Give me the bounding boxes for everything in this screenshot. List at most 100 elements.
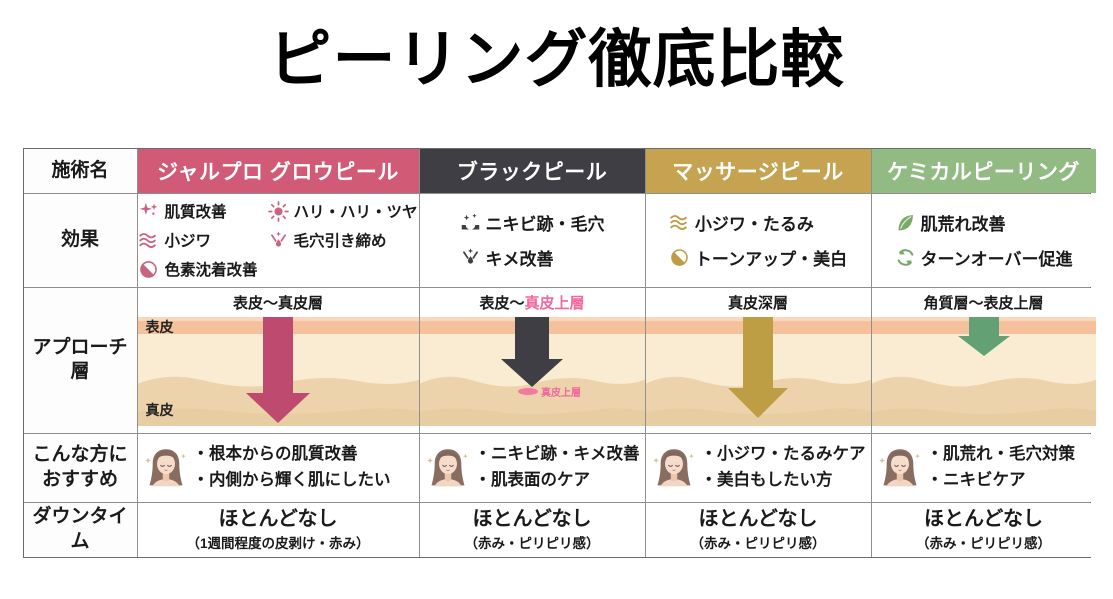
leaf-icon bbox=[895, 212, 916, 233]
skin-layers-illustration bbox=[419, 316, 645, 426]
depth-arrow bbox=[728, 316, 788, 419]
depth-arrow-shaft bbox=[263, 316, 293, 393]
downtime-cell: ほとんどなし （赤み・ピリピリ感） bbox=[871, 502, 1096, 557]
depth-arrow bbox=[957, 316, 1010, 357]
depth-arrow bbox=[501, 316, 563, 387]
recommended-for-cell: ・ニキビ跡・キメ改善 ・肌表面のケア bbox=[419, 433, 645, 502]
pore-icon bbox=[460, 247, 481, 268]
woman-face-icon bbox=[652, 444, 696, 492]
effect-item: 肌質改善 bbox=[138, 200, 257, 222]
row-label-cell: こんな方に おすすめ bbox=[23, 433, 137, 502]
depth-arrow-head bbox=[728, 388, 788, 419]
dermis-upper-marker: 真皮上層 bbox=[518, 384, 581, 399]
treatment-name: ケミカルピーリング bbox=[887, 160, 1080, 184]
recommend-points: ・肌荒れ・毛穴対策 ・ニキビケア bbox=[926, 445, 1076, 489]
row-label: アプローチ 層 bbox=[32, 336, 128, 383]
approach-layer-cell: 角質層〜表皮上層 bbox=[871, 287, 1096, 433]
recommend-points: ・ニキビ跡・キメ改善 ・肌表面のケア bbox=[474, 445, 640, 489]
effect-label: 色素沈着改善 bbox=[164, 262, 258, 280]
downtime-cell: ほとんどなし （赤み・ピリピリ感） bbox=[419, 502, 645, 557]
skin-diagram bbox=[871, 316, 1096, 426]
approach-layer-cell: 表皮〜真皮層 表皮 真皮 bbox=[137, 287, 419, 433]
effect-label: 小ジワ bbox=[164, 233, 211, 251]
recommend-points: ・小ジワ・たるみケア ・美白もしたい方 bbox=[700, 445, 866, 489]
effects-list: 小ジワ・たるみ トーンアップ・美白 bbox=[669, 210, 847, 270]
depth-arrow-head bbox=[246, 392, 310, 423]
skin-diagram: 真皮上層 bbox=[419, 316, 645, 426]
effects-list: ニキビ跡・毛穴 キメ改善 bbox=[460, 210, 605, 270]
woman-face-icon bbox=[144, 444, 188, 492]
downtime-cell: ほとんどなし （1週間程度の皮剥け・赤み） bbox=[137, 502, 419, 557]
waves-icon bbox=[669, 212, 690, 233]
effect-item: 色素沈着改善 bbox=[138, 258, 258, 280]
row-label-cell: ダウンタイム bbox=[23, 502, 137, 557]
recommend-points: ・根本からの肌質改善 ・内側から輝く肌にしたい bbox=[192, 445, 391, 489]
effect-item: ニキビ跡・毛穴 bbox=[460, 210, 605, 235]
depth-title: 角質層〜表皮上層 bbox=[872, 288, 1096, 317]
effect-label: 肌質改善 bbox=[164, 204, 227, 222]
depth-arrow-shaft bbox=[515, 316, 549, 359]
effect-label: トーンアップ・美白 bbox=[694, 250, 848, 270]
effect-label: 肌荒れ改善 bbox=[920, 215, 1006, 235]
marker-label: 真皮上層 bbox=[541, 387, 581, 399]
depth-arrow-shaft bbox=[743, 316, 773, 389]
treatment-name: ジャルプロ グロウピール bbox=[157, 160, 399, 184]
effect-item: トーンアップ・美白 bbox=[669, 245, 847, 270]
effect-item: 小ジワ bbox=[138, 229, 257, 251]
downtime-main: ほとんどなし bbox=[924, 507, 1043, 530]
treatment-header-cell: ブラックピール bbox=[419, 148, 645, 193]
effect-item: ハリ・ハリ・ツヤ bbox=[267, 200, 418, 222]
skin-diagram bbox=[645, 316, 871, 426]
depth-arrow-head bbox=[957, 336, 1010, 357]
effect-label: 小ジワ・たるみ bbox=[694, 215, 814, 235]
effect-item: 肌荒れ改善 bbox=[895, 210, 1073, 235]
downtime-note: （赤み・ピリピリ感） bbox=[464, 535, 600, 551]
effect-item: 小ジワ・たるみ bbox=[669, 210, 847, 235]
depth-title: 表皮〜真皮上層 bbox=[420, 288, 645, 317]
row-label-cell: 効果 bbox=[23, 193, 137, 287]
effects-cell: 肌荒れ改善 ターンオーバー促進 bbox=[871, 193, 1096, 287]
downtime-cell: ほとんどなし （赤み・ピリピリ感） bbox=[645, 502, 871, 557]
dermis-label: 真皮 bbox=[145, 401, 174, 418]
effects-list: 肌荒れ改善 ターンオーバー促進 bbox=[895, 210, 1073, 270]
effect-item: ターンオーバー促進 bbox=[895, 245, 1073, 270]
depth-title-main: 表皮〜 bbox=[479, 294, 525, 312]
comparison-table: 施術名 効果 アプローチ 層 こんな方に おすすめ ダウンタイム ジャルプロ グ… bbox=[22, 147, 1096, 558]
downtime-main: ほとんどなし bbox=[698, 507, 818, 530]
effect-item: 毛穴引き締め bbox=[268, 229, 418, 251]
effects-cell: ニキビ跡・毛穴 キメ改善 bbox=[419, 193, 645, 287]
depth-title-main: 真皮深層 bbox=[727, 294, 788, 312]
effect-item: キメ改善 bbox=[460, 245, 605, 270]
depth-title-main: 角質層〜表皮上層 bbox=[923, 294, 1044, 312]
marker-dot-icon bbox=[518, 387, 538, 395]
downtime-main: ほとんどなし bbox=[218, 507, 338, 530]
row-label: 効果 bbox=[60, 229, 99, 251]
effect-label: キメ改善 bbox=[485, 250, 554, 270]
treatment-header-cell: ジャルプロ グロウピール bbox=[137, 148, 419, 193]
downtime-note: （1週間程度の皮剥け・赤み） bbox=[186, 535, 370, 551]
effect-label: ターンオーバー促進 bbox=[920, 250, 1073, 270]
treatment-header-cell: マッサージピール bbox=[645, 148, 871, 193]
page-title: ピーリング徹底比較 bbox=[268, 25, 845, 95]
recommended-for-cell: ・根本からの肌質改善 ・内側から輝く肌にしたい bbox=[137, 433, 419, 502]
skin-layers-illustration bbox=[871, 316, 1096, 426]
downtime-note: （赤み・ピリピリ感） bbox=[916, 535, 1051, 551]
depth-title-highlight: 真皮上層 bbox=[524, 294, 585, 312]
halfcircle-icon bbox=[138, 259, 159, 280]
downtime-note: （赤み・ピリピリ感） bbox=[690, 535, 826, 551]
row-label-cell: アプローチ 層 bbox=[23, 287, 137, 433]
treatment-name: ブラックピール bbox=[456, 160, 608, 184]
effects-list: 肌質改善 ハリ・ハリ・ツヤ 小ジワ 毛穴引き締め 色素沈着改善 bbox=[138, 200, 418, 280]
sun-icon bbox=[267, 201, 289, 222]
halfcircle-icon bbox=[669, 247, 690, 268]
treatment-header-cell: ケミカルピーリング bbox=[871, 148, 1096, 193]
depth-arrow-shaft bbox=[968, 316, 999, 337]
row-label-cell: 施術名 bbox=[23, 148, 137, 193]
recommended-for-cell: ・肌荒れ・毛穴対策 ・ニキビケア bbox=[871, 433, 1096, 502]
effects-cell: 肌質改善 ハリ・ハリ・ツヤ 小ジワ 毛穴引き締め 色素沈着改善 bbox=[137, 193, 419, 287]
pore-icon bbox=[268, 230, 289, 251]
depth-arrow-head bbox=[501, 358, 563, 387]
effect-label: 毛穴引き締め bbox=[293, 233, 387, 251]
depth-title: 表皮〜真皮層 bbox=[138, 288, 419, 317]
woman-face-icon bbox=[878, 444, 922, 492]
